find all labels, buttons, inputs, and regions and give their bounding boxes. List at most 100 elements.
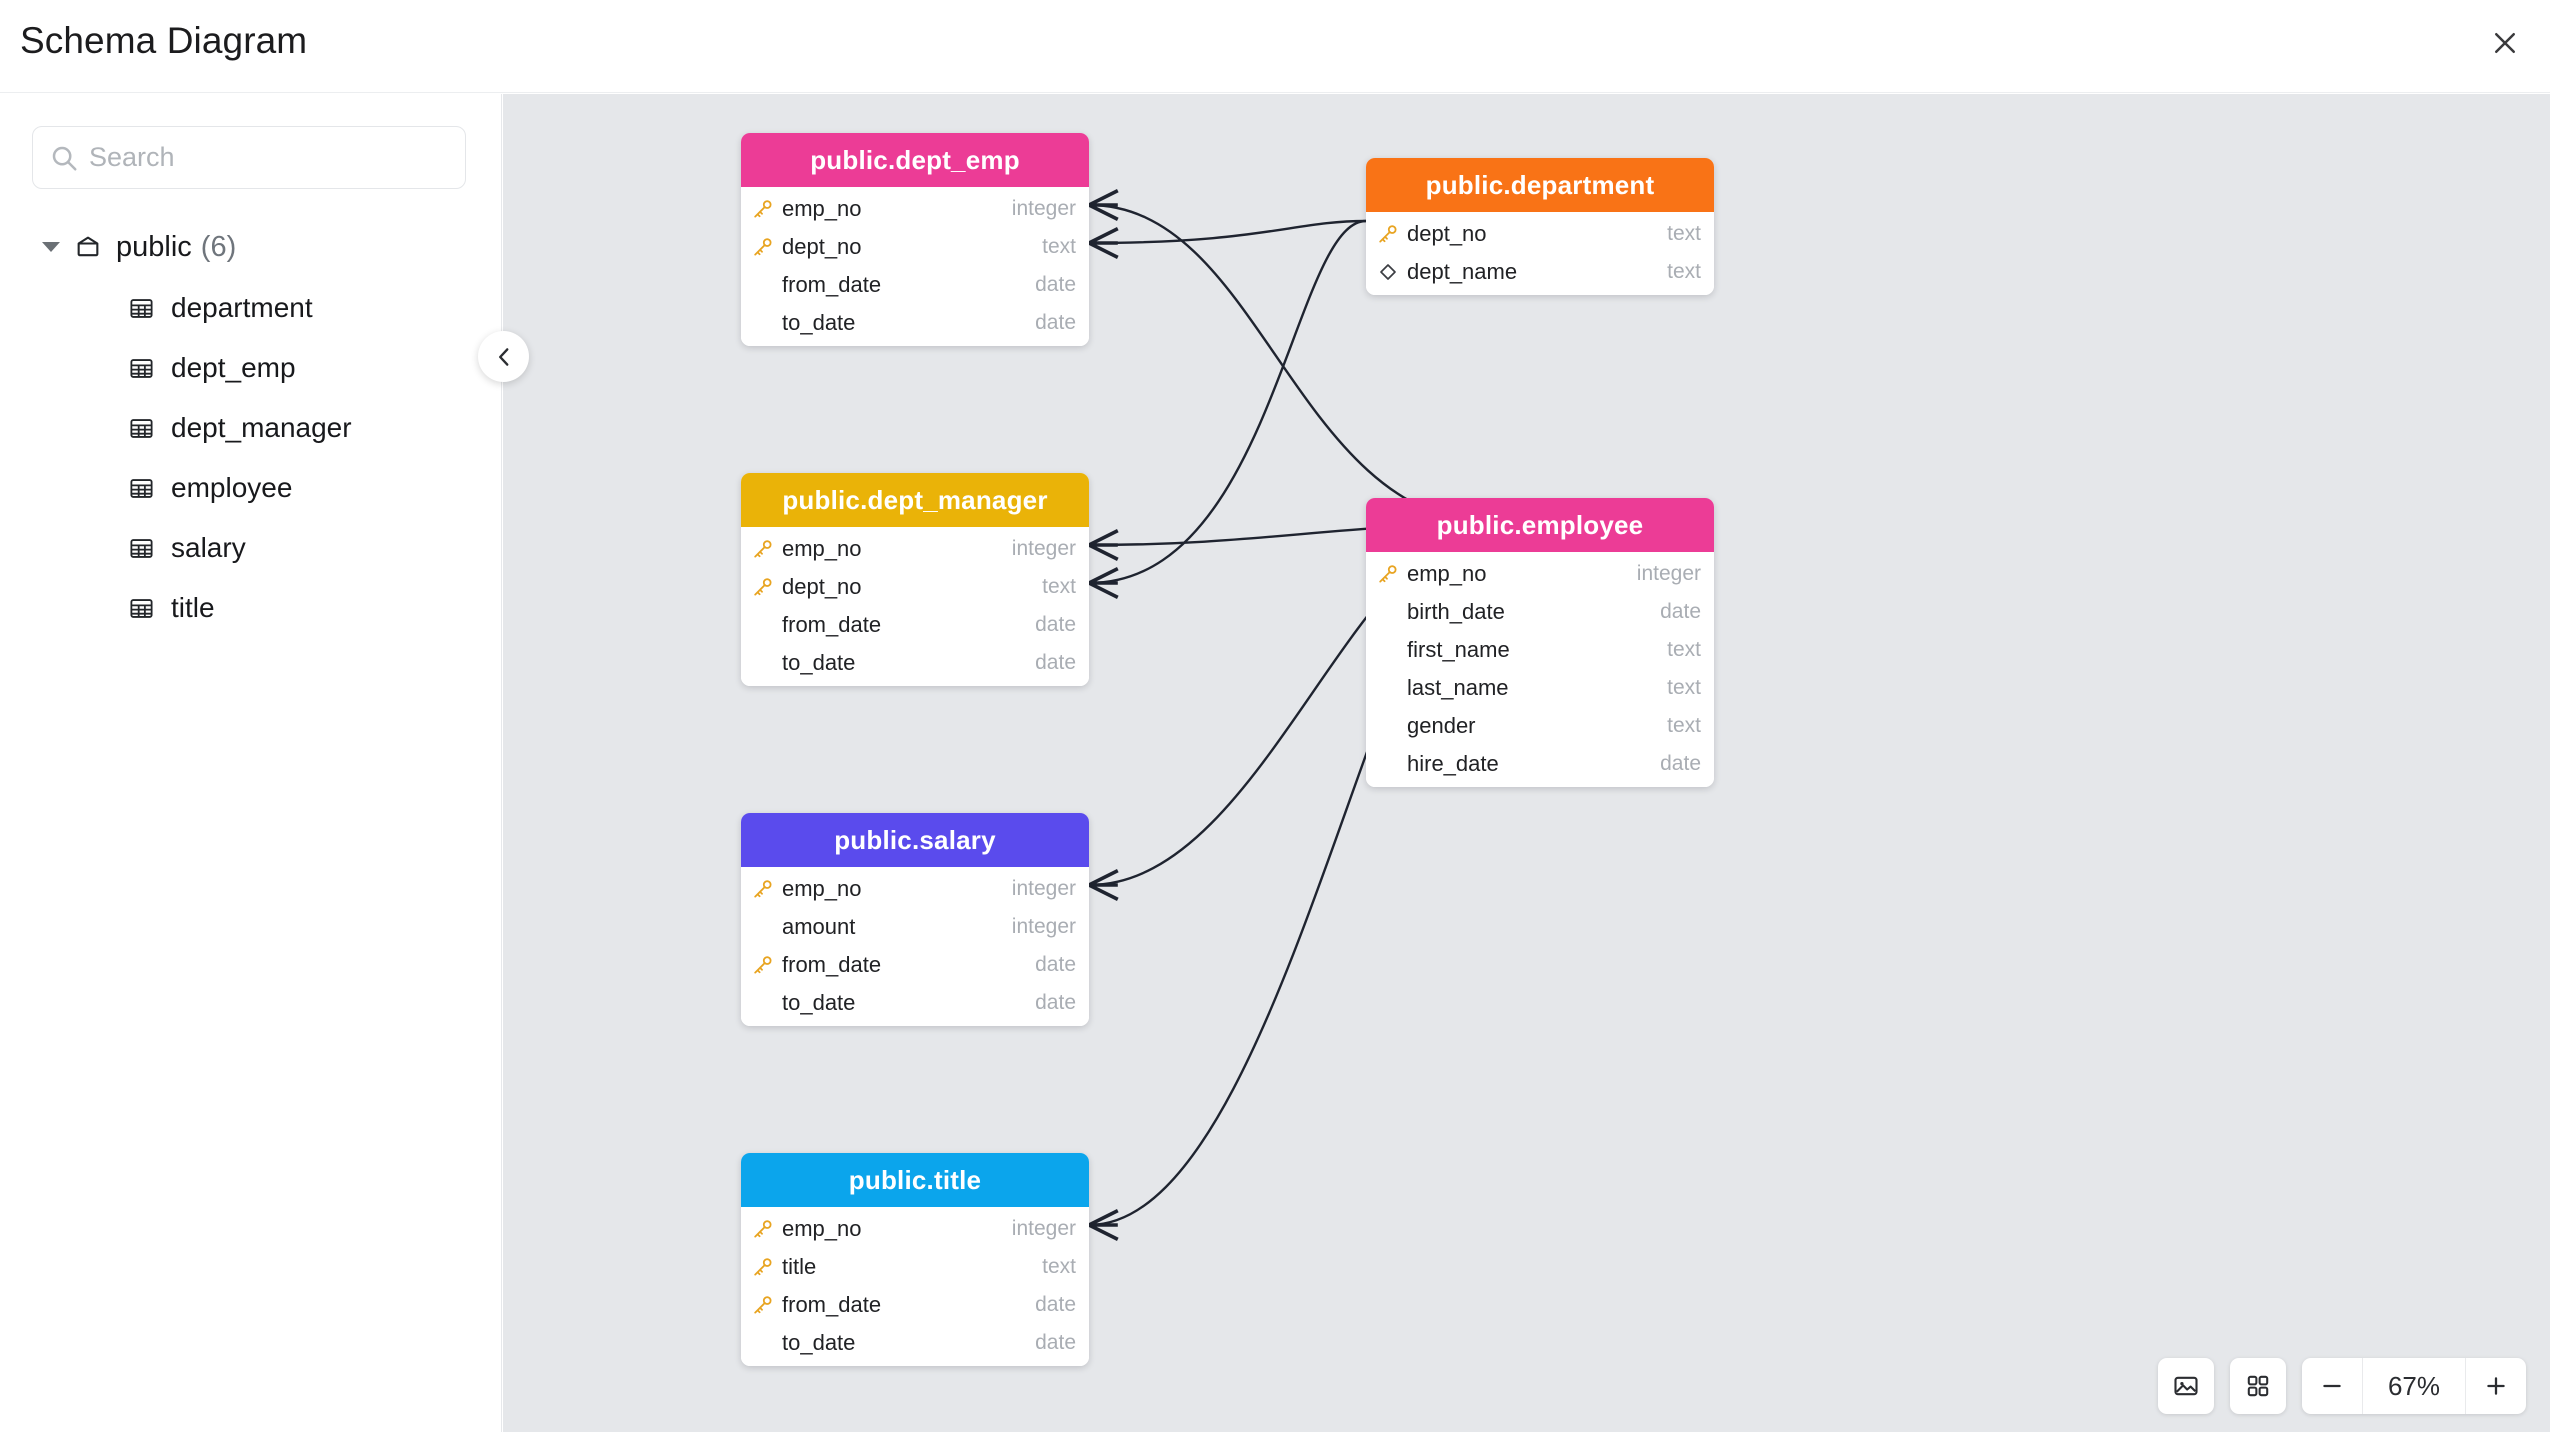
sidebar-item-department[interactable]: department <box>0 278 502 338</box>
column-type: text <box>1042 1255 1076 1278</box>
table-icon <box>130 538 153 558</box>
key-icon <box>1379 225 1397 243</box>
edge-dept_manager-department <box>1088 219 1367 599</box>
column-name: from_date <box>782 952 882 977</box>
column-row[interactable]: from_date date <box>741 946 1089 984</box>
sidebar-item-dept_emp[interactable]: dept_emp <box>0 338 502 398</box>
column-row[interactable]: dept_no text <box>741 568 1089 606</box>
column-type: text <box>1042 235 1076 258</box>
key-icon <box>754 880 772 898</box>
modal-header: Schema Diagram <box>0 0 2550 93</box>
search-box[interactable] <box>32 126 466 189</box>
key-icon <box>754 238 772 256</box>
zoom-level-label[interactable]: 67% <box>2362 1358 2466 1414</box>
column-name: first_name <box>1407 637 1510 662</box>
column-type: date <box>1035 953 1076 976</box>
column-name: amount <box>782 914 856 939</box>
column-type: date <box>1660 752 1701 775</box>
table-node-title: public.department <box>1366 158 1714 212</box>
column-name: last_name <box>1407 675 1509 700</box>
tree-schema-public[interactable]: public (6) <box>0 216 502 278</box>
key-icon <box>754 1220 772 1238</box>
search-input[interactable] <box>89 142 449 173</box>
sidebar-item-label: department <box>171 292 313 323</box>
column-type: text <box>1667 714 1701 737</box>
grid-icon <box>2247 1375 2269 1397</box>
minus-icon <box>2323 1384 2341 1388</box>
column-type: date <box>1035 651 1076 674</box>
sidebar: public (6) department dept_emp dept_manage… <box>0 94 529 1432</box>
table-node-title: public.salary <box>741 813 1089 867</box>
column-name: emp_no <box>782 1216 862 1241</box>
chevron-left-icon <box>498 347 508 366</box>
column-type: integer <box>1011 915 1076 938</box>
column-type: text <box>1667 638 1701 661</box>
column-type: date <box>1035 273 1076 296</box>
column-name: dept_name <box>1407 259 1518 284</box>
zoom-in-button[interactable] <box>2466 1358 2526 1414</box>
sidebar-item-salary[interactable]: salary <box>0 518 502 578</box>
table-node-title: public.employee <box>1366 498 1714 552</box>
column-name: dept_no <box>1407 221 1487 246</box>
zoom-controls: 67% <box>2302 1358 2526 1414</box>
column-type: text <box>1042 575 1076 598</box>
column-row[interactable]: amount integer <box>741 908 1089 946</box>
key-icon <box>1379 565 1397 583</box>
column-name: dept_no <box>782 574 862 599</box>
column-type: date <box>1035 613 1076 636</box>
auto-layout-button[interactable] <box>2230 1358 2286 1414</box>
sidebar-item-employee[interactable]: employee <box>0 458 502 518</box>
sidebar-collapse-button[interactable] <box>478 331 529 382</box>
export-image-button[interactable] <box>2158 1358 2214 1414</box>
column-row[interactable]: first_name text <box>1366 631 1714 669</box>
image-icon <box>2174 1376 2198 1396</box>
sidebar-item-dept_manager[interactable]: dept_manager <box>0 398 502 458</box>
column-name: to_date <box>782 990 856 1015</box>
table-icon <box>130 358 153 378</box>
chevron-down-icon[interactable] <box>42 242 60 252</box>
close-button[interactable] <box>2476 14 2534 72</box>
sidebar-item-label: salary <box>171 532 246 563</box>
zoom-out-button[interactable] <box>2302 1358 2362 1414</box>
key-icon <box>754 956 772 974</box>
sidebar-item-title[interactable]: title <box>0 578 502 638</box>
sidebar-item-label: dept_emp <box>171 352 296 383</box>
table-icon <box>130 478 153 498</box>
schema-table-count: (6) <box>200 230 237 263</box>
column-name: emp_no <box>1407 561 1487 586</box>
table-node-title: public.dept_emp <box>741 133 1089 187</box>
column-type: integer <box>1011 877 1076 900</box>
schema-icon <box>77 236 99 257</box>
column-name: birth_date <box>1407 599 1505 624</box>
